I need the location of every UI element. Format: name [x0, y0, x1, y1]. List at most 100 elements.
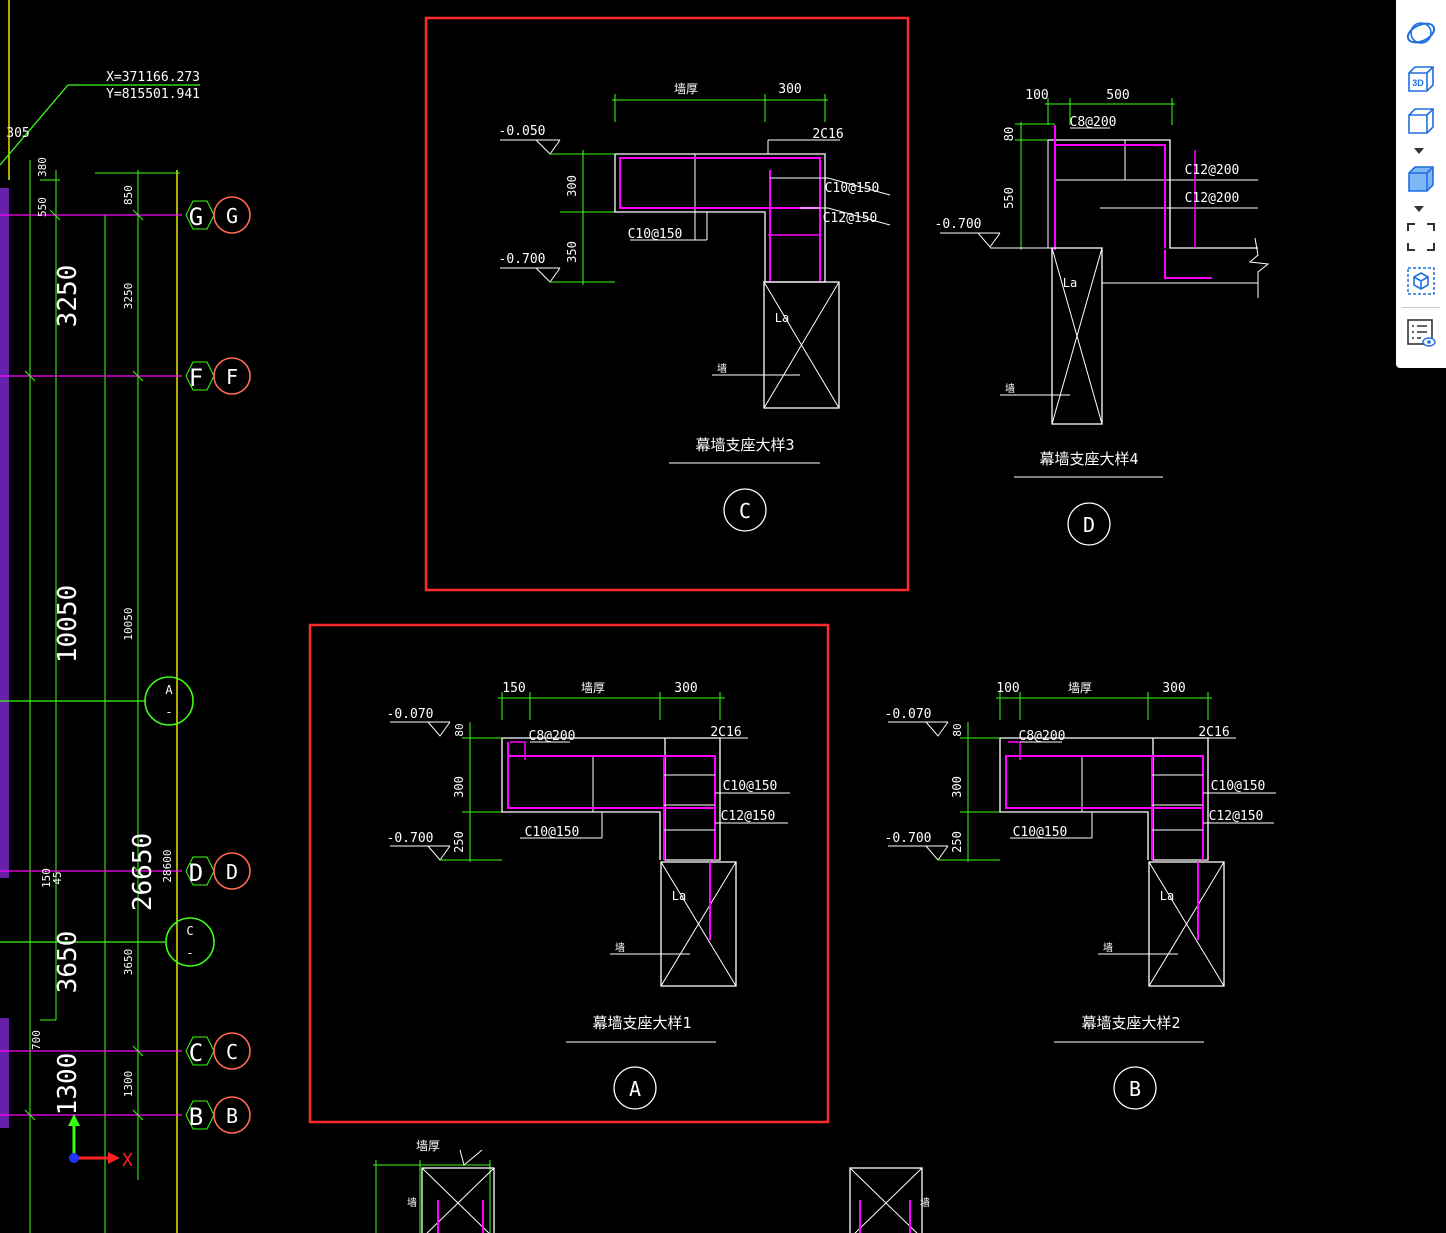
svg-text:-0.050: -0.050 — [499, 124, 546, 139]
svg-text:C10@150: C10@150 — [628, 227, 683, 242]
view-cube-button[interactable] — [1404, 104, 1438, 138]
svg-text:C: C — [186, 924, 193, 938]
properties-button[interactable] — [1404, 316, 1438, 350]
dim-700: 700 — [30, 1030, 43, 1050]
svg-text:-0.700: -0.700 — [387, 831, 434, 846]
detail-A: 150 墙厚 300 -0.070 -0.700 80 300 250 — [387, 681, 790, 1110]
svg-text:-0.070: -0.070 — [387, 707, 434, 722]
svg-text:300: 300 — [778, 82, 801, 97]
svg-text:550: 550 — [1002, 187, 1016, 209]
cube-filled-icon — [1408, 166, 1434, 192]
svg-text:-0.700: -0.700 — [935, 217, 982, 232]
svg-text:C10@150: C10@150 — [723, 779, 778, 794]
svg-text:La: La — [775, 311, 789, 325]
section-marker-A[interactable]: A - — [144, 676, 194, 726]
detail-bubble: D — [1083, 513, 1095, 537]
box-dashed-icon — [1407, 267, 1435, 295]
svg-text:D: D — [189, 859, 203, 887]
detail-bubble: C — [739, 499, 751, 523]
svg-text:C10@150: C10@150 — [1211, 779, 1266, 794]
dim-big-10050: 10050 — [53, 585, 83, 663]
selection-frame-detail-A[interactable] — [308, 623, 830, 1124]
cube-outline-icon — [1408, 108, 1434, 134]
svg-text:C12@150: C12@150 — [721, 809, 776, 824]
toolbar-separator — [1402, 307, 1440, 308]
svg-text:80: 80 — [453, 723, 466, 736]
svg-text:C: C — [226, 1040, 238, 1064]
dim-150: 150 — [40, 868, 53, 888]
svg-text:墙厚: 墙厚 — [581, 681, 605, 695]
view-3d-button[interactable]: 3D — [1404, 62, 1438, 96]
grid-axis-G[interactable]: G G — [185, 196, 251, 234]
svg-text:-0.070: -0.070 — [885, 707, 932, 722]
dim-380: 380 — [36, 157, 49, 177]
detail-bubble: B — [1129, 1077, 1141, 1101]
detail-B: 100 墙厚 300 -0.070 -0.700 80 300 250 C8@2… — [885, 681, 1276, 1110]
svg-text:墙: 墙 — [407, 1196, 417, 1209]
svg-text:A: A — [165, 683, 173, 697]
svg-text:B: B — [226, 1104, 238, 1128]
dim-big-3250: 3250 — [53, 265, 83, 328]
svg-text:墙: 墙 — [717, 362, 727, 375]
view-toolbar: 3D — [1396, 0, 1446, 368]
detail-bubble: A — [629, 1077, 641, 1101]
svg-text:2C16: 2C16 — [1198, 725, 1229, 740]
svg-text:2C16: 2C16 — [710, 725, 741, 740]
svg-text:80: 80 — [1002, 127, 1016, 141]
wall-strip — [0, 188, 9, 878]
chevron-down-icon — [1414, 206, 1424, 212]
svg-text:F: F — [226, 365, 238, 389]
svg-text:C10@150: C10@150 — [1013, 825, 1068, 840]
fullscreen-button[interactable] — [1404, 220, 1438, 254]
dim-big-1300: 1300 — [53, 1053, 83, 1116]
svg-text:3D: 3D — [1412, 78, 1424, 88]
coord-y-readout: Y=815501.941 — [106, 87, 200, 102]
svg-text:C12@150: C12@150 — [1209, 809, 1264, 824]
dim-small-1300: 1300 — [122, 1071, 135, 1098]
svg-text:C10@150: C10@150 — [825, 181, 880, 196]
grid-axis-F[interactable]: F F — [185, 357, 251, 395]
svg-text:300: 300 — [1162, 681, 1185, 696]
svg-text:300: 300 — [950, 776, 964, 798]
x-axis-label: X — [122, 1150, 133, 1171]
svg-text:80: 80 — [951, 723, 964, 736]
svg-text:C12@200: C12@200 — [1185, 191, 1240, 206]
svg-text:La: La — [1063, 276, 1077, 290]
svg-text:D: D — [226, 860, 238, 884]
svg-text:墙厚: 墙厚 — [674, 82, 698, 96]
grid-axis-C[interactable]: C C — [185, 1032, 251, 1070]
svg-text:F: F — [189, 364, 203, 392]
grid-axis-B[interactable]: B B — [185, 1096, 251, 1134]
model-view-button[interactable] — [1404, 264, 1438, 298]
svg-text:墙: 墙 — [1005, 382, 1015, 395]
svg-text:G: G — [189, 203, 203, 231]
svg-text:C8@200: C8@200 — [1019, 729, 1066, 744]
shaded-cube-button[interactable] — [1404, 162, 1438, 196]
svg-text:墙: 墙 — [920, 1196, 930, 1209]
svg-text:-0.700: -0.700 — [885, 831, 932, 846]
svg-text:500: 500 — [1106, 88, 1129, 103]
3d-box-icon: 3D — [1408, 66, 1434, 92]
chevron-down-icon — [1414, 148, 1424, 154]
list-eye-icon — [1407, 319, 1436, 347]
svg-text:墙厚: 墙厚 — [1068, 681, 1092, 695]
svg-text:C8@200: C8@200 — [1070, 115, 1117, 130]
selection-frame-detail-C[interactable] — [424, 16, 910, 592]
svg-text:La: La — [672, 889, 686, 903]
orbit-button[interactable] — [1404, 16, 1438, 50]
svg-text:C12@150: C12@150 — [823, 211, 878, 226]
detail-partial-bottom: 墙厚 墙 墙 — [373, 1139, 930, 1233]
view-cube-dropdown[interactable] — [1412, 146, 1426, 156]
svg-text:300: 300 — [452, 776, 466, 798]
svg-text:250: 250 — [452, 831, 466, 853]
svg-text:G: G — [226, 204, 238, 228]
svg-text:C8@200: C8@200 — [529, 729, 576, 744]
dim-small-3250: 3250 — [122, 283, 135, 310]
shaded-cube-dropdown[interactable] — [1412, 204, 1426, 214]
svg-text:La: La — [1160, 889, 1174, 903]
svg-text:墙厚: 墙厚 — [416, 1139, 440, 1153]
section-marker-C[interactable]: C - — [165, 917, 215, 967]
grid-axis-D[interactable]: D D — [185, 852, 251, 890]
svg-text:C: C — [189, 1039, 203, 1067]
